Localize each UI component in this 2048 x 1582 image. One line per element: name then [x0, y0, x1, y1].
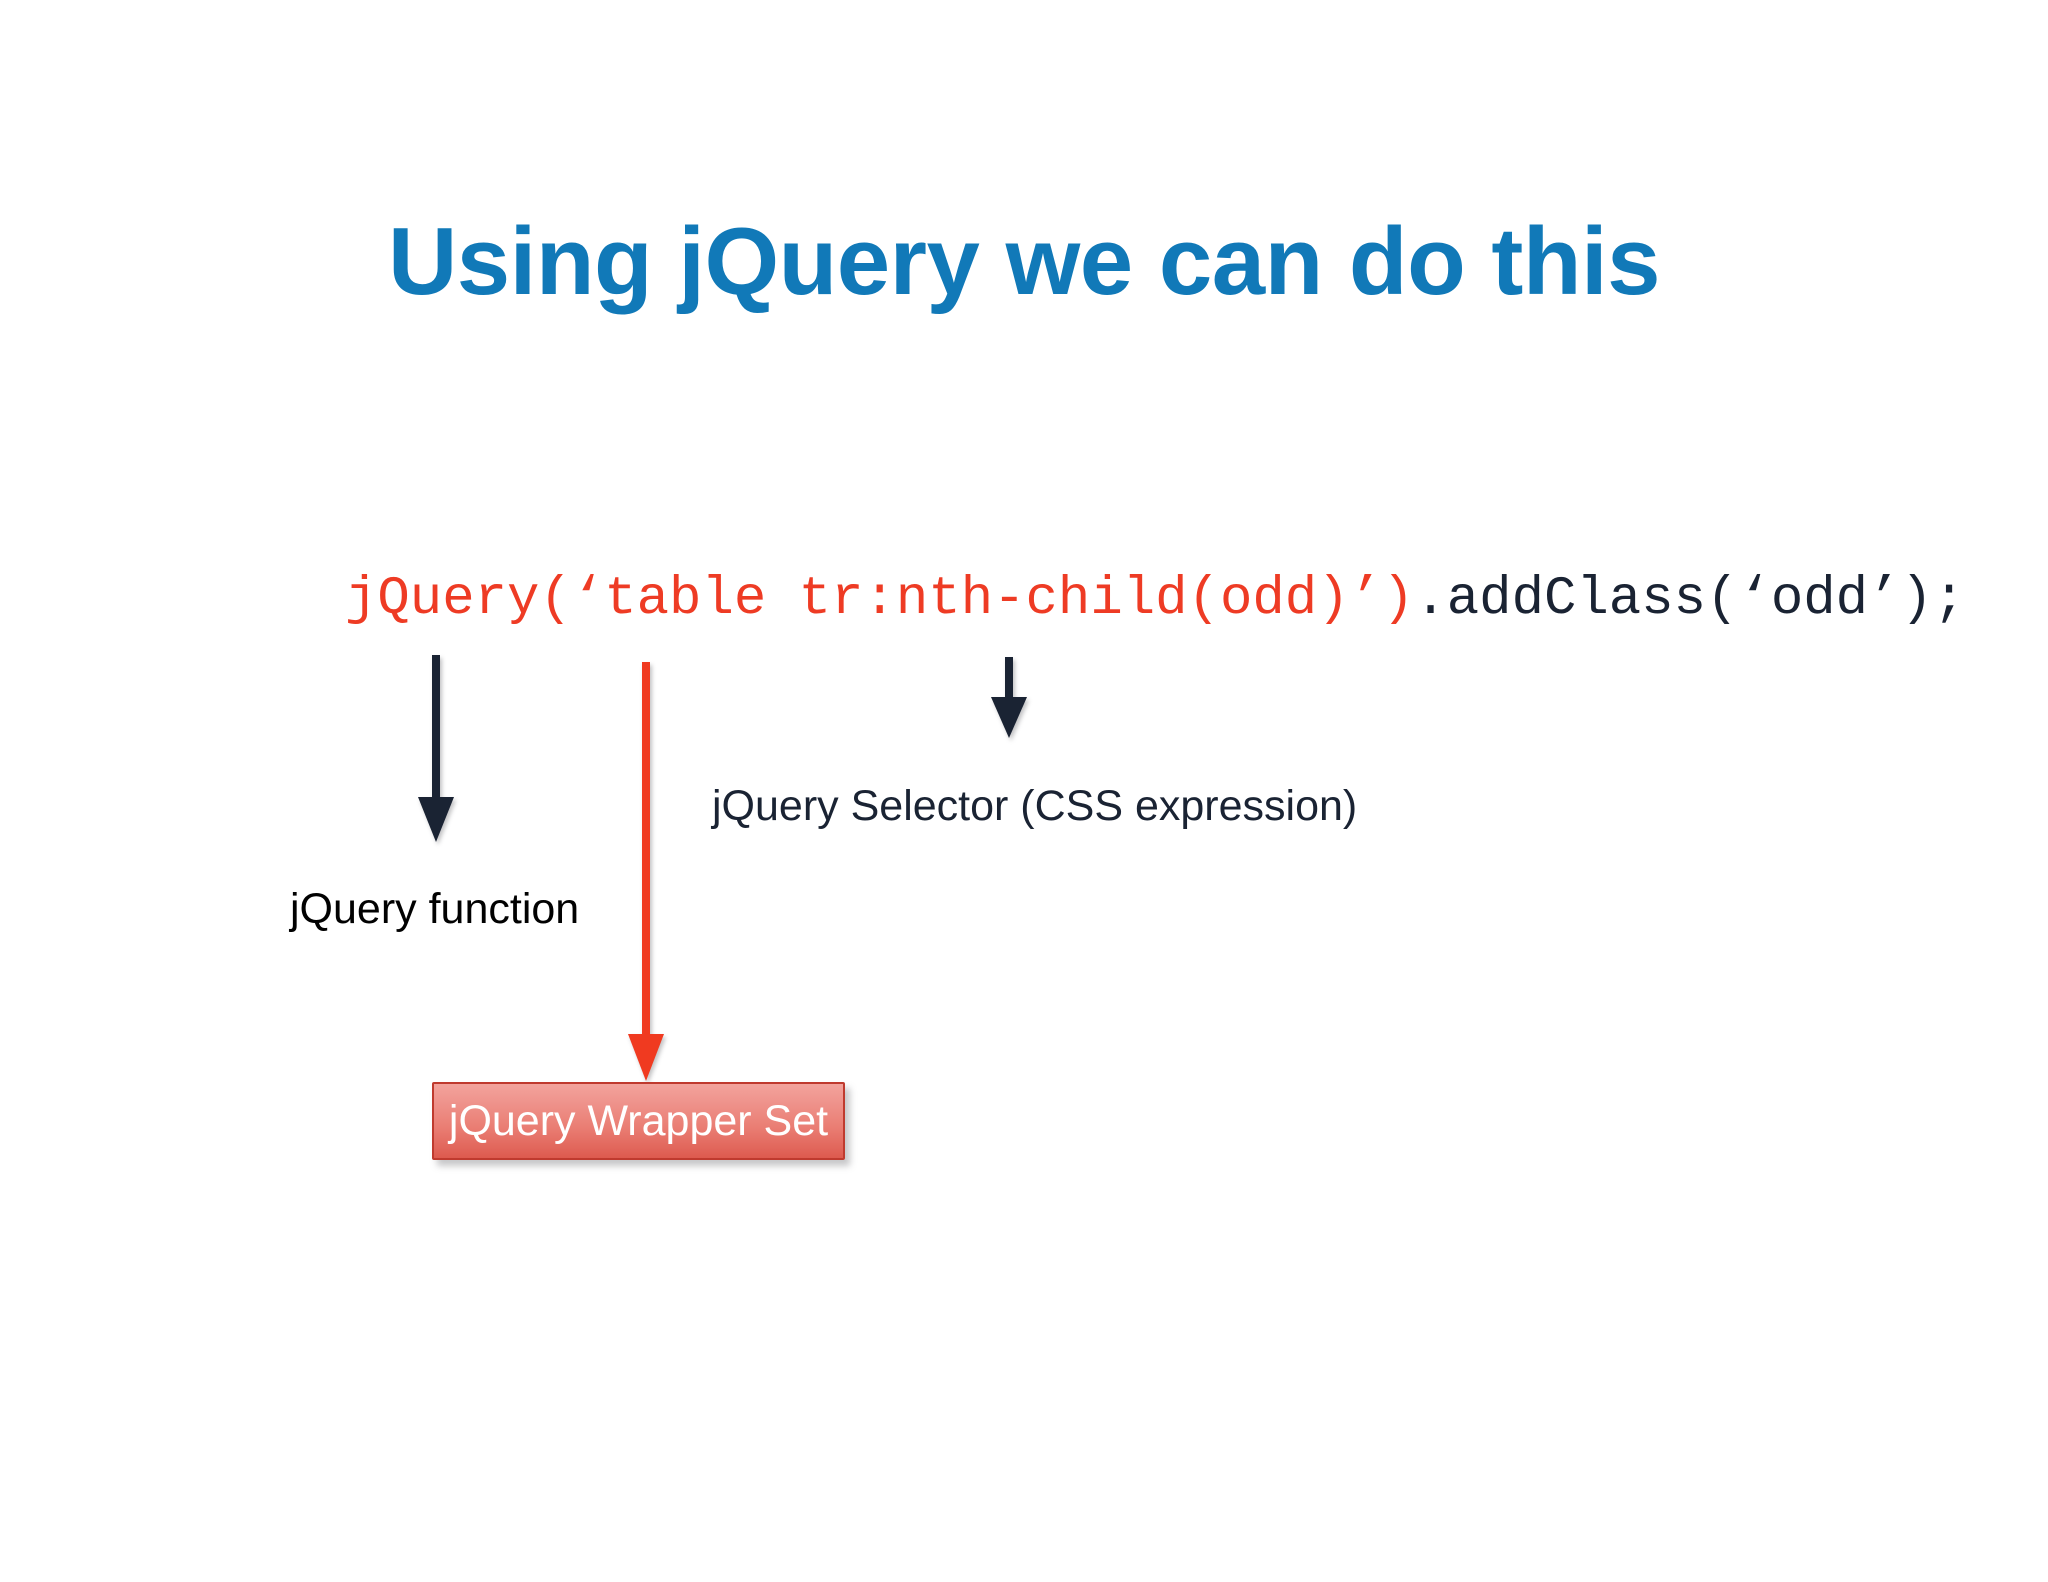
arrow-down-jquery-selector [981, 657, 1037, 743]
code-selector-segment: jQuery(‘table tr:nth-child(odd)’) [345, 569, 1415, 630]
arrow-down-jquery-wrapper-set [618, 662, 674, 1086]
jquery-wrapper-set-box: jQuery Wrapper Set [432, 1082, 845, 1160]
annotation-label-jquery-function: jQuery function [290, 885, 580, 933]
page-title: Using jQuery we can do this [387, 208, 1661, 315]
arrow-down-jquery-function [408, 655, 464, 847]
code-method-segment: .addClass(‘odd’); [1414, 569, 1966, 630]
jquery-wrapper-set-label: jQuery Wrapper Set [448, 1096, 829, 1145]
code-snippet: jQuery(‘table tr:nth-child(odd)’).addCla… [345, 573, 1965, 627]
annotation-label-jquery-selector: jQuery Selector (CSS expression) [712, 782, 1358, 830]
